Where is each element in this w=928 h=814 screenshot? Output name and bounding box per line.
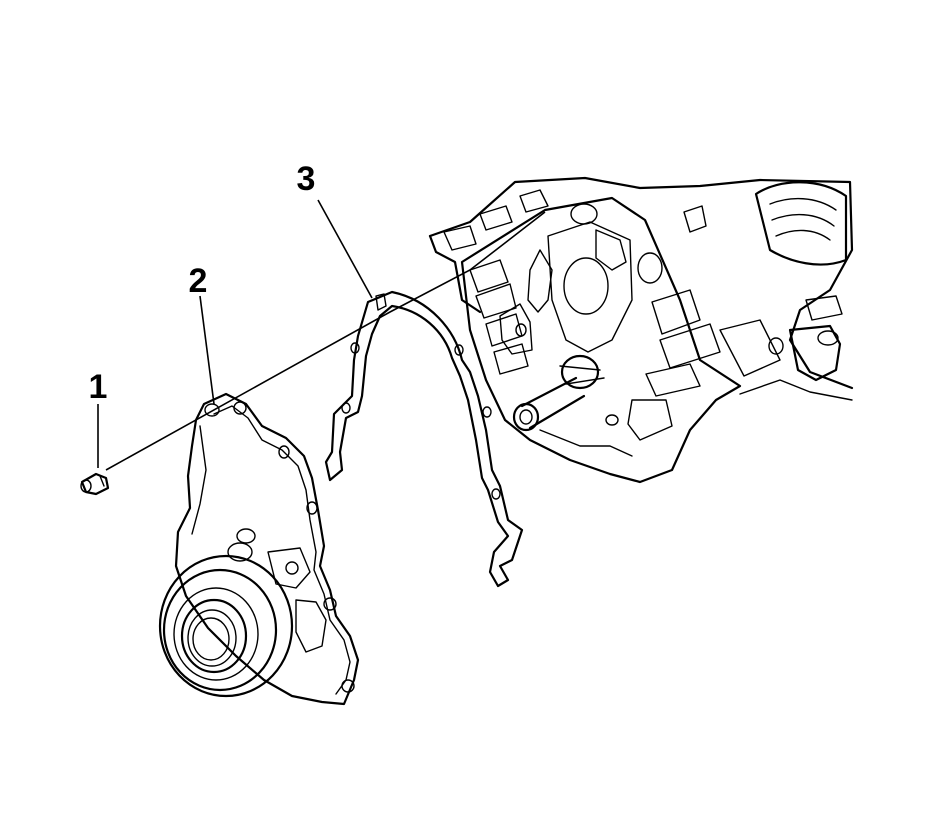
bolt (80, 472, 110, 496)
engine-front-cover (158, 392, 360, 706)
callout-2: 2 (189, 262, 208, 300)
alignment-line (105, 211, 546, 471)
engine-block (428, 176, 854, 484)
callout-1: 1 (89, 368, 108, 406)
callout-3: 3 (297, 160, 316, 198)
front-cover-gasket (324, 290, 524, 588)
callout-leader-2 (199, 295, 215, 405)
callout-leader-3 (317, 199, 373, 299)
